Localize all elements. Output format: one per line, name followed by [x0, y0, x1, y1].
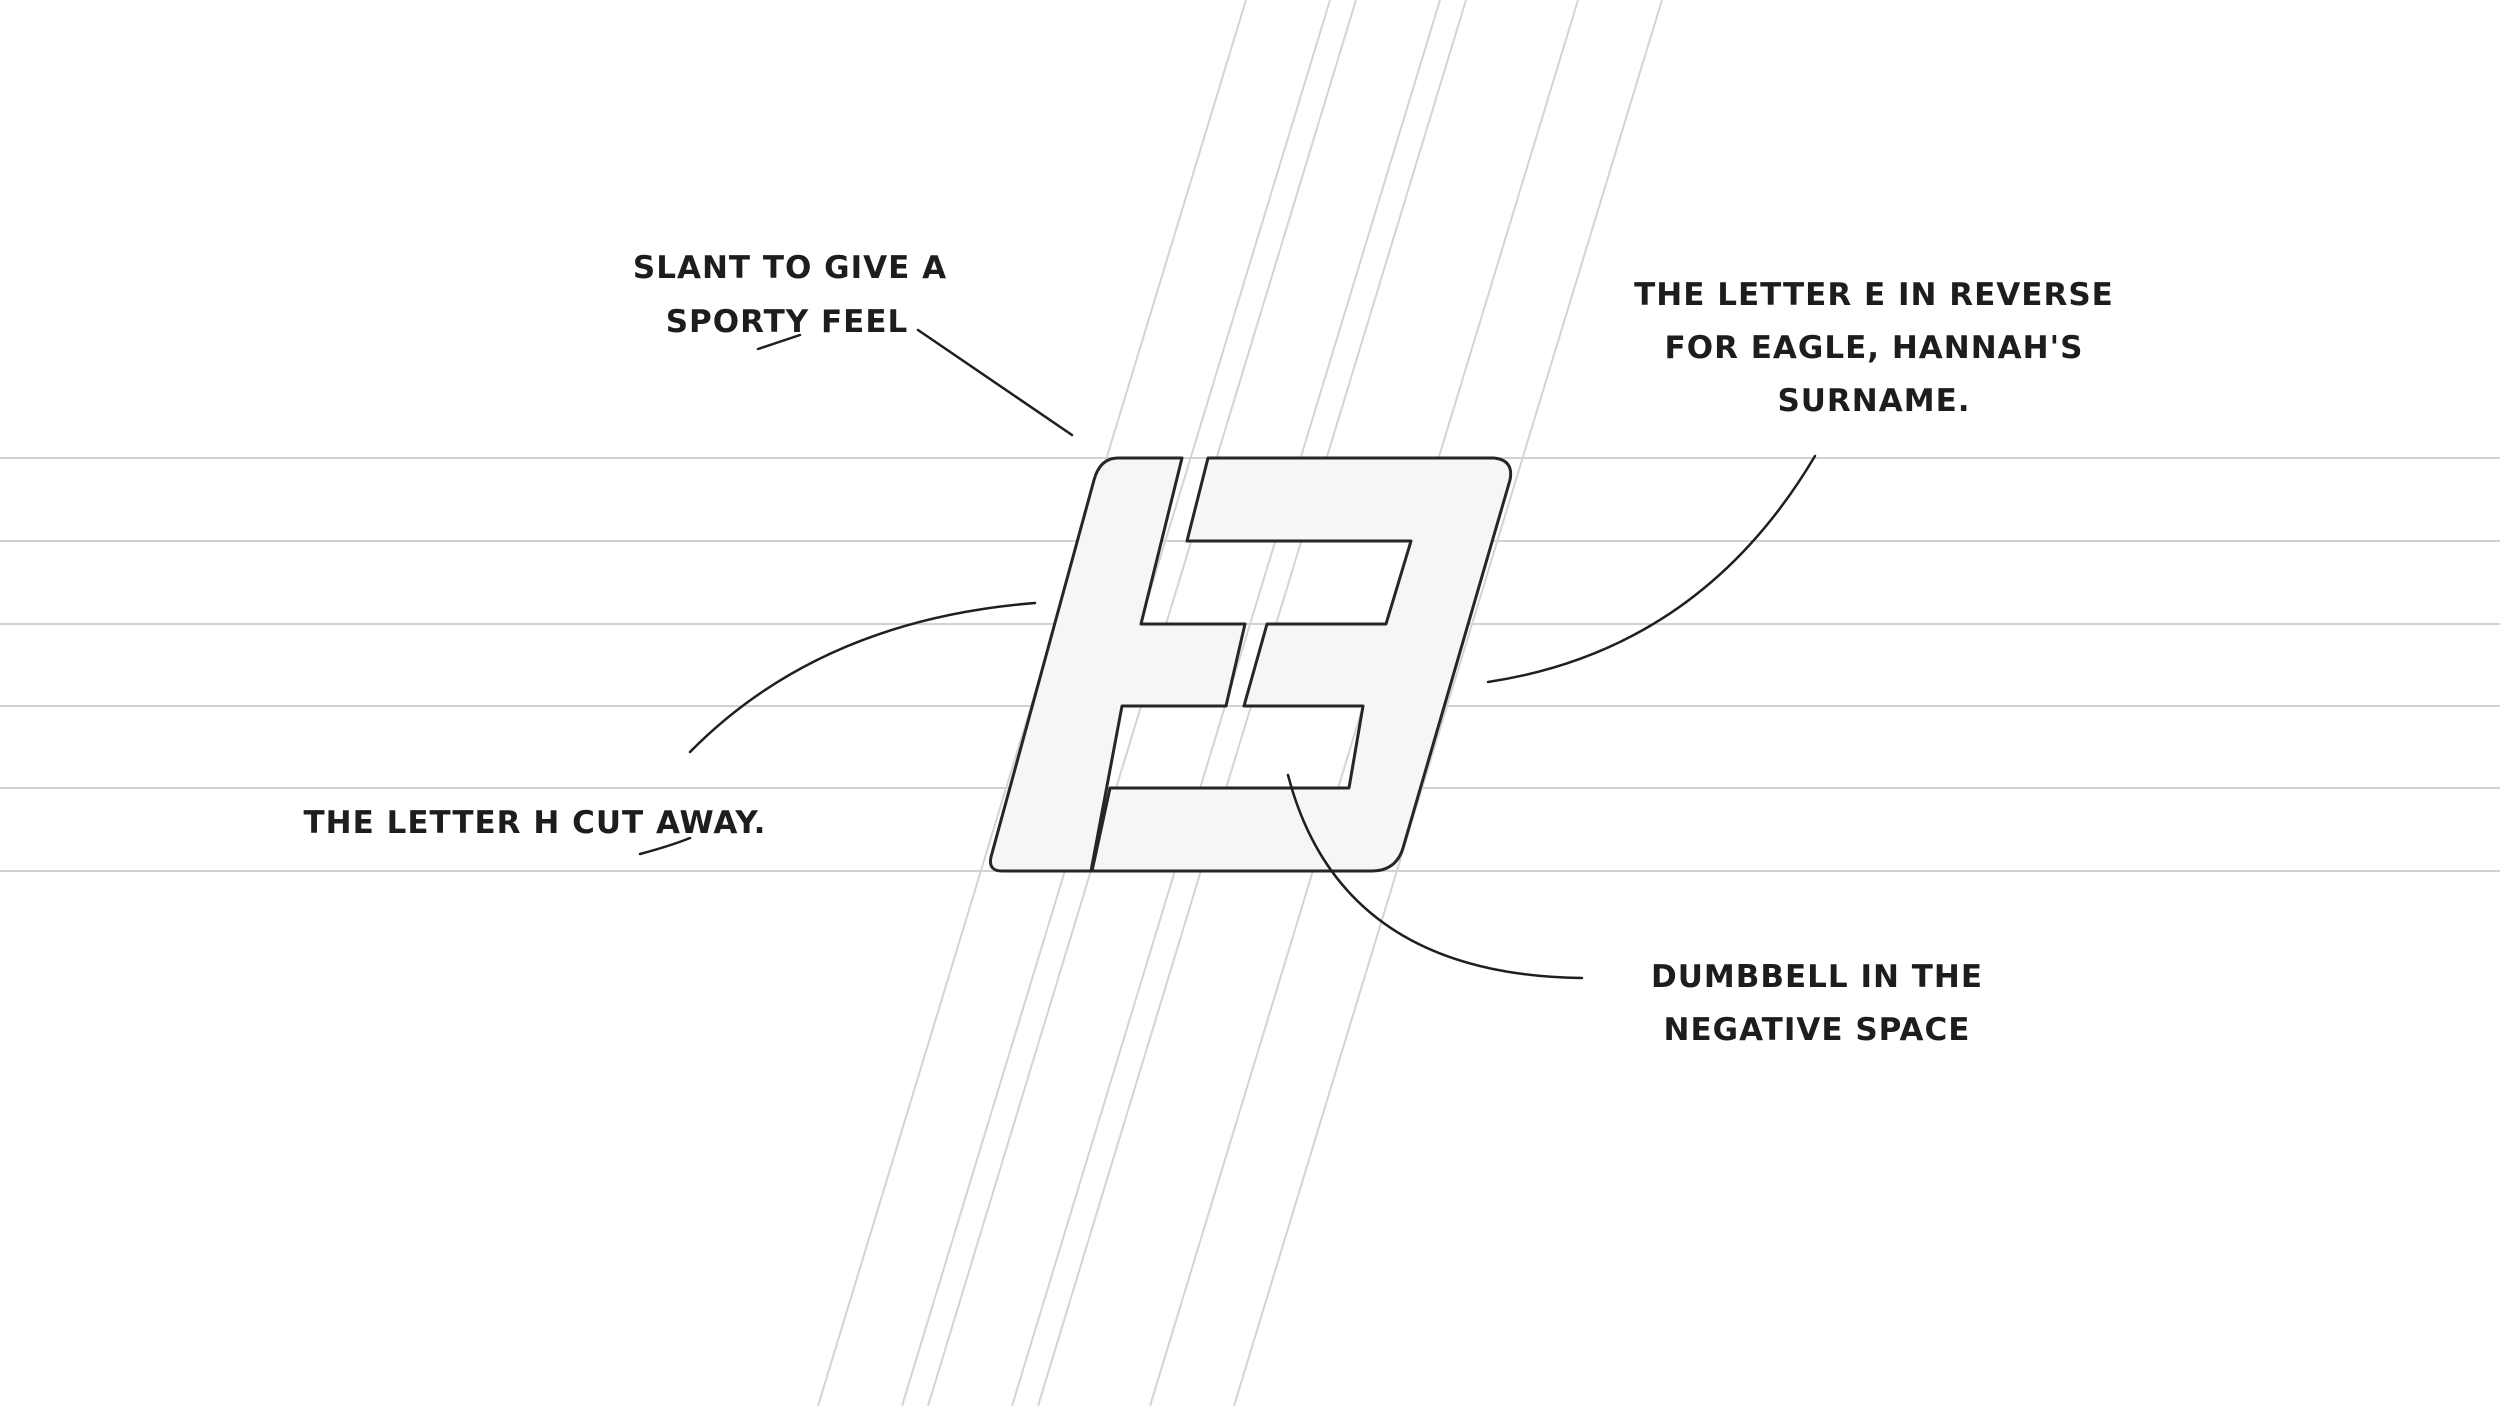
annotation-reverse-e: THE LETTER E IN REVERSE FOR EAGLE, HANNA…: [1634, 277, 2114, 419]
guide-line-slant: [1233, 0, 1663, 1406]
annotation-reverse-e-line3: SURNAME.: [1777, 383, 1970, 419]
annotation-dumbbell-line2: NEGATIVE SPACE: [1664, 1012, 1971, 1048]
callout-leaders: [688, 328, 1817, 980]
annotation-dumbbell-line1: DUMBBELL IN THE: [1651, 959, 1983, 995]
leader-line-dumbbell: [1286, 773, 1584, 980]
annotation-slant-line1: SLANT TO GIVE A: [633, 250, 947, 286]
he-monogram-logo: [989, 456, 1513, 873]
underline-away: [638, 836, 692, 856]
underline-accents: [638, 333, 802, 856]
leader-line-reverse-e: [1486, 454, 1817, 684]
reverse-e-shape: [1090, 456, 1513, 873]
annotation-slant: SLANT TO GIVE A SPORTY FEEL: [633, 250, 947, 340]
annotation-letter-h: THE LETTER H CUT AWAY.: [304, 805, 767, 841]
annotation-slant-line2: SPORTY FEEL: [666, 304, 909, 340]
annotation-letter-h-line1: THE LETTER H CUT AWAY.: [304, 805, 767, 841]
slanted-guide-lines: [817, 0, 1663, 1406]
annotation-reverse-e-line2: FOR EAGLE, HANNAH'S: [1665, 330, 2084, 366]
underline-sporty: [756, 333, 802, 351]
leader-line-letter-h: [688, 601, 1037, 754]
annotation-dumbbell: DUMBBELL IN THE NEGATIVE SPACE: [1651, 959, 1983, 1048]
letter-h-shape: [989, 456, 1247, 873]
annotation-reverse-e-line1: THE LETTER E IN REVERSE: [1634, 277, 2114, 313]
leader-line-slant: [916, 328, 1074, 437]
